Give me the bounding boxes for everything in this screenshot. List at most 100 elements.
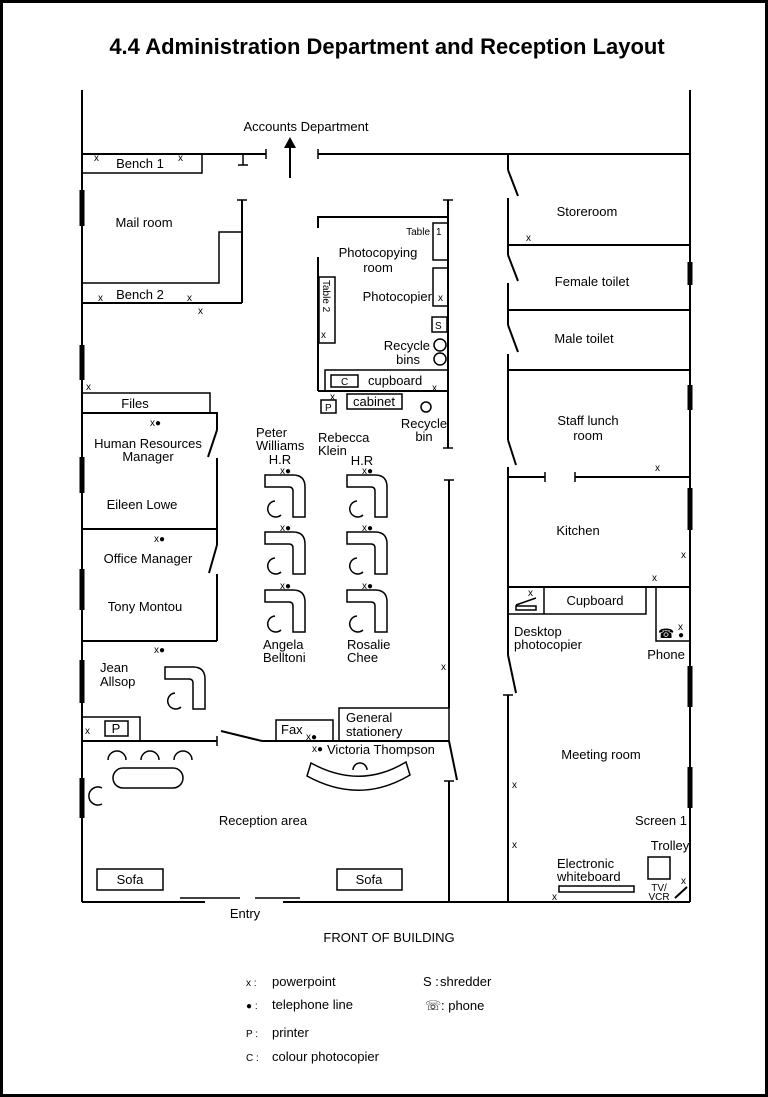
label-angela-belltoni-2: Belltoni <box>263 650 306 665</box>
label-general-stationery-1: General <box>346 710 392 725</box>
label-staff-lunch-room-2: room <box>573 428 603 443</box>
label-male-toilet: Male toilet <box>554 331 614 346</box>
label-entry[interactable]: Entry <box>230 906 261 921</box>
label-meeting-room: Meeting room <box>561 747 640 762</box>
svg-text:x●: x● <box>280 466 291 477</box>
label-cabinet: cabinet <box>353 394 395 409</box>
svg-text:x: x <box>198 306 203 317</box>
label-whiteboard-2: whiteboard <box>556 869 621 884</box>
desk-rosalie-chee <box>346 589 388 633</box>
label-table-2: Table 2 <box>320 280 331 313</box>
chairs <box>107 750 193 761</box>
chair <box>352 762 368 771</box>
label-screen-1: Screen 1 <box>635 813 687 828</box>
walls <box>79 90 693 903</box>
label-files: Files <box>121 396 149 411</box>
photocopier <box>432 267 449 307</box>
desk-jean-allsop <box>164 666 206 710</box>
label-rebecca-hr: H.R <box>351 453 373 468</box>
label-rosalie-chee-1: Rosalie <box>347 637 390 652</box>
svg-text:x: x <box>85 726 90 737</box>
svg-text:●: ● <box>678 630 684 641</box>
legend-label: printer <box>272 1025 310 1040</box>
label-hr-manager-2: Manager <box>122 449 174 464</box>
label-cupboard: cupboard <box>368 373 422 388</box>
label-victoria-thompson: Victoria Thompson <box>327 742 435 757</box>
label-tv-1: TV/ <box>651 883 667 894</box>
label-rebecca-klein-1: Rebecca <box>318 430 370 445</box>
desk-rebecca-klein <box>346 474 388 518</box>
colour-photocopier <box>330 374 359 388</box>
label-office-manager: Office Manager <box>104 551 193 566</box>
recycle-bin-icon <box>433 352 447 366</box>
page-title: 4.4 Administration Department and Recept… <box>109 34 665 59</box>
sofa <box>336 868 403 891</box>
recycle-bin-icon <box>433 338 447 352</box>
label-eileen-lowe: Eileen Lowe <box>107 497 178 512</box>
label-peter-williams-2: Williams <box>256 438 305 453</box>
svg-text:x●: x● <box>280 523 291 534</box>
legend-symbol: x : <box>246 978 257 989</box>
label-colour-photocopier: C <box>341 377 348 388</box>
label-table-1-number: 1 <box>436 227 442 238</box>
svg-text:x: x <box>512 840 517 851</box>
desk-angela-belltoni <box>264 589 306 633</box>
label-tv-2: VCR <box>648 892 669 903</box>
svg-text:x: x <box>178 153 183 164</box>
desk-peter-williams <box>264 474 306 518</box>
reception-desk <box>306 760 411 791</box>
svg-text:x●: x● <box>154 534 165 545</box>
label-trolley: Trolley <box>651 838 690 853</box>
printer <box>320 399 337 414</box>
phone-icon: ☎ <box>658 626 674 641</box>
svg-text:x: x <box>321 330 326 341</box>
label-photocopier: Photocopier <box>363 289 433 304</box>
recycle-bin-icon <box>420 401 432 413</box>
label-reception-area: Reception area <box>219 813 308 828</box>
label-recycle-bin-1: Recycle <box>401 416 447 431</box>
desk <box>346 531 388 575</box>
legend-label: colour photocopier <box>272 1049 380 1064</box>
label-jean-allsop-1: Jean <box>100 660 128 675</box>
svg-text:x: x <box>655 463 660 474</box>
svg-text:x●: x● <box>280 581 291 592</box>
table-1 <box>432 222 449 261</box>
reception-table <box>112 767 184 789</box>
label-rosalie-chee-2: Chee <box>347 650 378 665</box>
label-jean-allsop-2: Allsop <box>100 674 135 689</box>
label-bench-1: Bench 1 <box>116 156 164 171</box>
svg-text:x: x <box>652 573 657 584</box>
screen <box>674 886 688 899</box>
svg-text:x: x <box>552 892 557 903</box>
fax-machine <box>275 719 334 742</box>
svg-text:x: x <box>432 383 437 394</box>
label-hr-manager-1: Human Resources <box>94 436 202 451</box>
svg-text:x●: x● <box>362 466 373 477</box>
svg-text:x: x <box>512 780 517 791</box>
desk <box>264 531 306 575</box>
cabinet <box>346 393 403 410</box>
legend-label: powerpoint <box>272 974 336 989</box>
legend-symbol: ● : <box>246 1001 258 1012</box>
label-table-1: Table <box>406 227 430 238</box>
svg-text:x: x <box>681 550 686 561</box>
svg-text:x: x <box>681 876 686 887</box>
shredder <box>431 316 448 333</box>
label-tony-montou: Tony Montou <box>108 599 182 614</box>
legend-symbol: C : <box>246 1053 259 1064</box>
svg-text:x: x <box>86 382 91 393</box>
label-printer: P <box>325 403 332 414</box>
label-fax: Fax <box>281 722 303 737</box>
trolley <box>647 856 671 880</box>
right-block-walls <box>503 155 690 902</box>
svg-text:x●: x● <box>362 523 373 534</box>
svg-text:x: x <box>526 233 531 244</box>
legend-label: : phone <box>441 998 484 1013</box>
svg-text:x: x <box>98 293 103 304</box>
legend-label: telephone line <box>272 997 353 1012</box>
legend-symbol: P : <box>246 1029 258 1040</box>
cupboard <box>324 369 449 392</box>
printer <box>104 720 129 737</box>
label-angela-belltoni-1: Angela <box>263 637 304 652</box>
phone-icon: ☏ <box>425 998 441 1013</box>
